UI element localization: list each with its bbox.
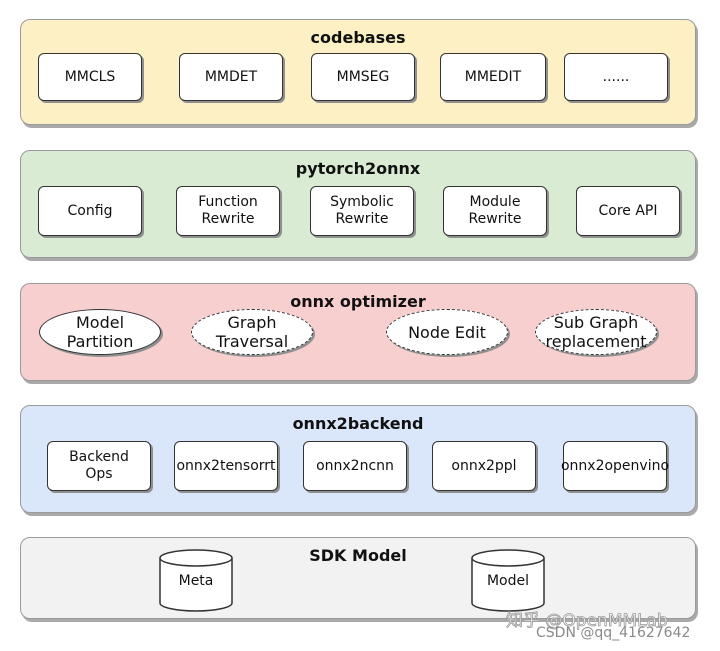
graph-traversal-ellipse: Graph Traversal <box>191 309 313 355</box>
onnx2tensorrt-box: onnx2tensorrt <box>174 441 278 491</box>
onnx-optimizer-panel: onnx optimizer Model Partition Graph Tra… <box>20 283 696 381</box>
core-api-box: Core API <box>576 186 680 236</box>
sub-graph-replacement-ellipse: Sub Graph replacement <box>535 309 657 355</box>
mmedit-box: MMEDIT <box>440 53 546 101</box>
meta-label: Meta <box>178 573 214 589</box>
more-codebases-box: ...... <box>564 53 668 101</box>
codebases-panel: codebases MMCLS MMDET MMSEG MMEDIT .....… <box>20 19 696 125</box>
onnx2backend-title: onnx2backend <box>292 414 424 433</box>
model-label: Model <box>486 573 530 589</box>
pytorch2onnx-panel: pytorch2onnx Config Function Rewrite Sym… <box>20 150 696 258</box>
symbolic-rewrite-box: Symbolic Rewrite <box>310 186 414 236</box>
function-rewrite-box: Function Rewrite <box>176 186 280 236</box>
module-rewrite-box: Module Rewrite <box>443 186 547 236</box>
sdk-model-title: SDK Model <box>309 546 407 565</box>
mmcls-box: MMCLS <box>38 53 142 101</box>
codebases-title: codebases <box>310 28 406 47</box>
backend-ops-box: Backend Ops <box>47 441 151 491</box>
onnx-optimizer-title: onnx optimizer <box>290 292 426 311</box>
onnx2ncnn-box: onnx2ncnn <box>303 441 407 491</box>
csdn-watermark: CSDN @qq_41627642 <box>536 625 691 641</box>
model-partition-ellipse: Model Partition <box>39 309 161 355</box>
cylinder-shape-icon <box>471 549 545 612</box>
mmdet-box: MMDET <box>179 53 283 101</box>
config-box: Config <box>38 186 142 236</box>
cylinder-shape-icon <box>159 549 233 612</box>
model-cylinder: Model <box>470 549 546 613</box>
onnx2backend-panel: onnx2backend Backend Ops onnx2tensorrt o… <box>20 405 696 513</box>
node-edit-ellipse: Node Edit <box>386 309 508 355</box>
meta-cylinder: Meta <box>158 549 234 613</box>
pytorch2onnx-title: pytorch2onnx <box>295 159 421 178</box>
zhihu-watermark: 知乎 @OpenMMLab <box>506 611 669 632</box>
onnx2ppl-box: onnx2ppl <box>432 441 536 491</box>
mmseg-box: MMSEG <box>311 53 415 101</box>
sdk-model-panel: SDK Model Meta Model <box>20 537 696 619</box>
onnx2openvino-box: onnx2openvino <box>561 441 669 491</box>
